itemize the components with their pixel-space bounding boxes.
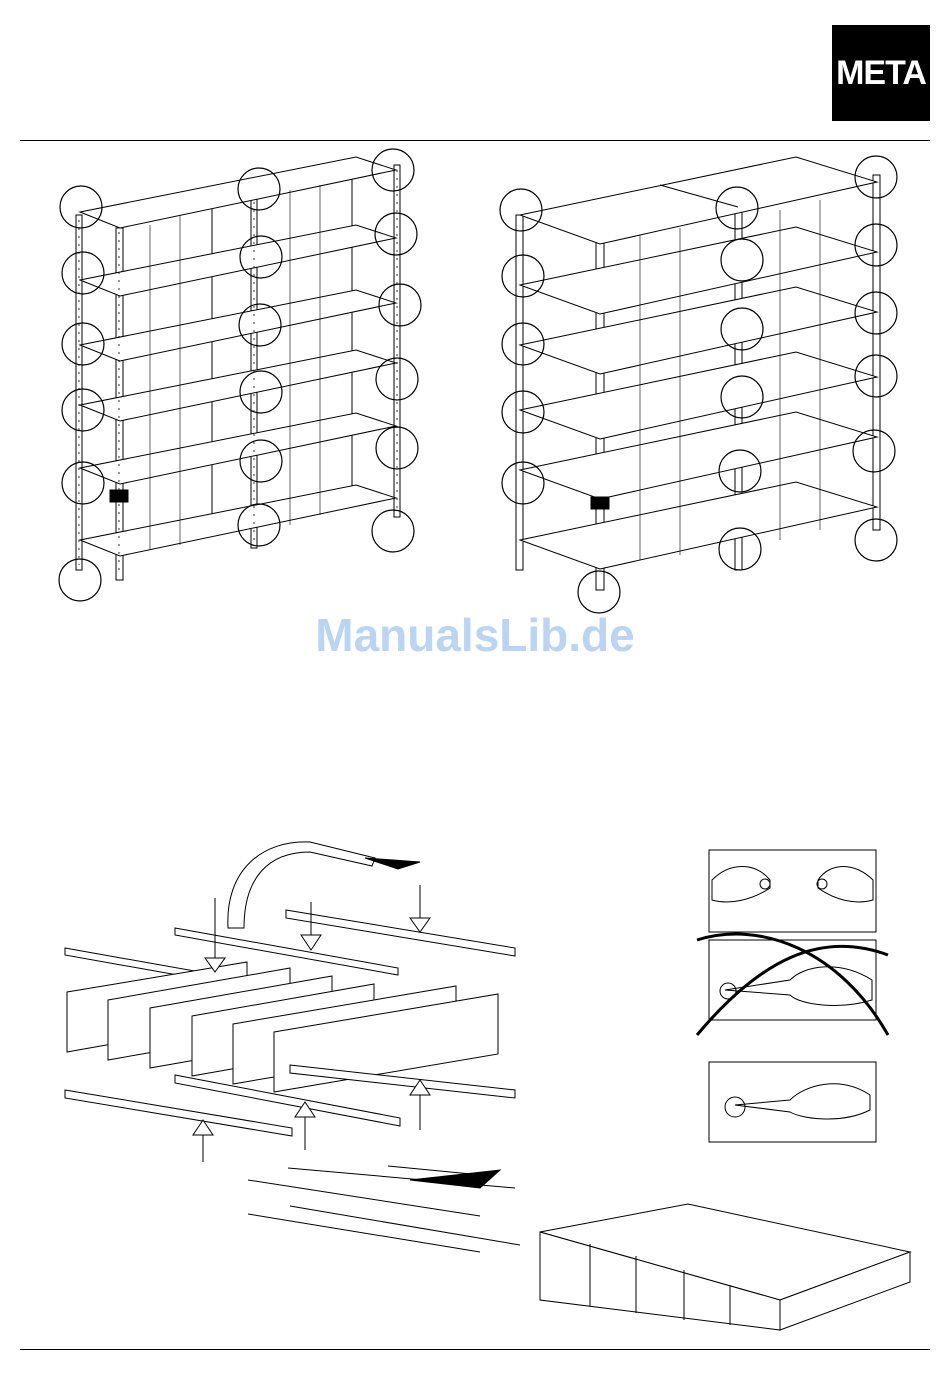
wrench-icon [709, 1062, 876, 1142]
rail [286, 910, 515, 956]
shelf-planes-double [520, 157, 877, 569]
corner-bracket [591, 497, 609, 509]
watermark: ManualsLib.de [0, 608, 950, 662]
hand-tighten-icon [709, 850, 876, 932]
callout-circle [372, 510, 414, 552]
upright-right [873, 175, 880, 530]
callout-circle [62, 252, 104, 294]
no-wrench-icon [697, 934, 888, 1035]
upright-left [516, 215, 523, 570]
shelf-double-drawing [500, 156, 897, 613]
upright-back-right [394, 165, 400, 517]
corner-bracket [110, 490, 128, 502]
tool-icons [697, 850, 888, 1142]
shelf-single-drawing [59, 149, 421, 601]
